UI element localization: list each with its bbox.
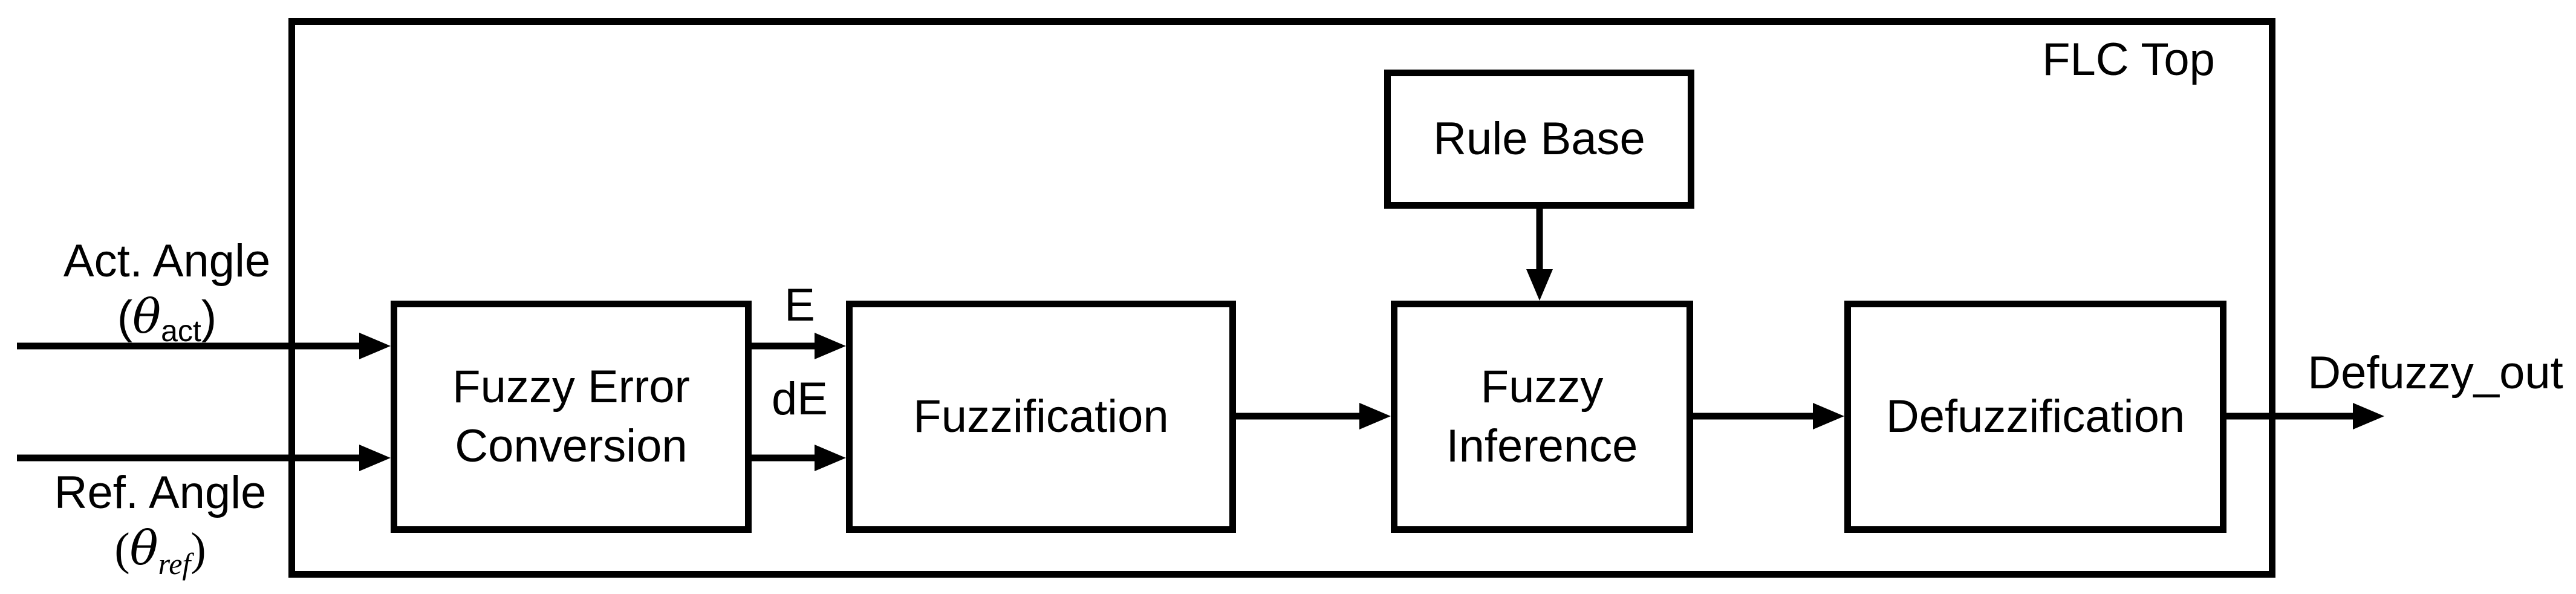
block-label-fuzzy-error-conversion: Fuzzy Error Conversion (452, 361, 690, 472)
block-fuzzification: Fuzzification (846, 301, 1236, 533)
signal-label-de: dE (772, 373, 828, 425)
theta-ref-subscript: ref (158, 547, 191, 581)
flc-top-container-box (288, 18, 2275, 578)
input-label-ref-angle: Ref. Angle (θref) (6, 465, 314, 592)
theta-act-symbol: θ (132, 290, 161, 344)
act-paren-open: ( (117, 292, 133, 343)
act-paren-close: ) (201, 292, 217, 343)
output-label-defuzzy-out: Defuzzy_out (2308, 347, 2563, 399)
ref-paren-close: ) (190, 524, 206, 575)
block-rule-base: Rule Base (1384, 70, 1694, 209)
input-label-act-angle: Act. Angle (θact) (13, 233, 321, 359)
signal-label-e: E (784, 279, 815, 331)
block-label-fuzzy-inference: Fuzzy Inference (1446, 361, 1638, 472)
block-label-defuzzification: Defuzzification (1885, 391, 2185, 442)
diagram-title: FLC Top (2042, 34, 2215, 85)
theta-ref-symbol: θ (129, 521, 158, 576)
ref-angle-text: Ref. Angle (54, 467, 267, 518)
block-label-rule-base: Rule Base (1433, 113, 1645, 165)
block-fuzzy-inference: Fuzzy Inference (1391, 301, 1693, 533)
act-angle-text: Act. Angle (63, 235, 271, 287)
block-label-fuzzification: Fuzzification (913, 391, 1169, 442)
theta-act-subscript: act (161, 314, 201, 348)
ref-paren-open: ( (114, 524, 130, 575)
block-defuzzification: Defuzzification (1844, 301, 2226, 533)
block-fuzzy-error-conversion: Fuzzy Error Conversion (391, 301, 752, 533)
